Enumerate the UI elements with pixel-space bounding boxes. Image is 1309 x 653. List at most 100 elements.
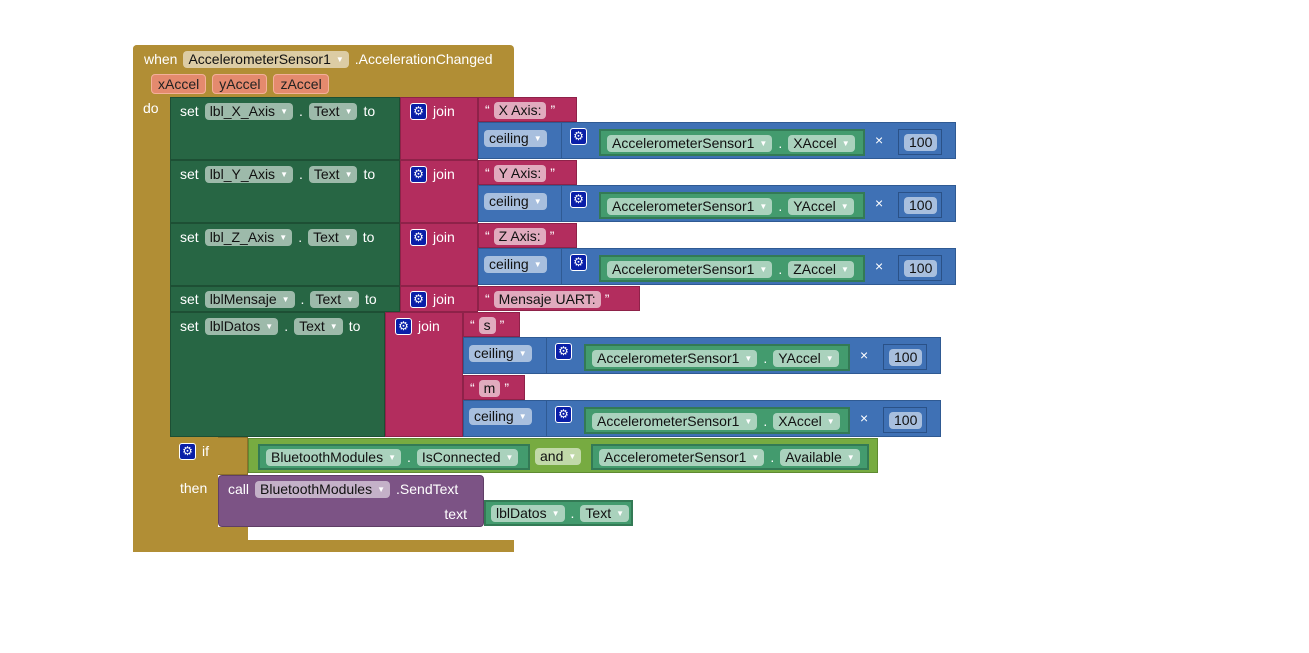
number-block[interactable]: 100 bbox=[898, 192, 942, 218]
gear-icon[interactable]: ⚙ bbox=[570, 253, 587, 271]
component-dropdown[interactable]: AccelerometerSensor1▼ bbox=[599, 448, 765, 466]
text-block[interactable]: “Mensaje UART:” bbox=[478, 286, 640, 311]
and-block[interactable]: BluetoothModules▼.IsConnected▼ and▼ Acce… bbox=[248, 438, 878, 473]
gear-icon[interactable]: ⚙ bbox=[395, 317, 412, 335]
gear-icon[interactable]: ⚙ bbox=[570, 190, 587, 208]
property-dropdown[interactable]: Text▼ bbox=[308, 165, 358, 183]
text-block[interactable]: “Z Axis:” bbox=[478, 223, 577, 248]
number-block[interactable]: 100 bbox=[898, 255, 942, 281]
number-value[interactable]: 100 bbox=[904, 133, 938, 151]
component-dropdown[interactable]: lbl_Z_Axis▼ bbox=[204, 228, 293, 246]
property-dropdown[interactable]: YAccel▼ bbox=[788, 197, 854, 215]
gear-icon[interactable]: ⚙ bbox=[555, 405, 572, 423]
component-dropdown[interactable]: AccelerometerSensor1▼ bbox=[607, 134, 773, 152]
sensor-axis-getter[interactable]: AccelerometerSensor1▼.YAccel▼ bbox=[584, 344, 850, 371]
ceiling-dropdown[interactable]: ceiling▼ bbox=[484, 255, 547, 273]
property-dropdown[interactable]: Text▼ bbox=[310, 290, 360, 308]
ceiling-dropdown[interactable]: ceiling▼ bbox=[484, 192, 547, 210]
ceiling-dropdown[interactable]: ceiling▼ bbox=[469, 407, 532, 425]
number-block[interactable]: 100 bbox=[883, 407, 927, 433]
property-dropdown[interactable]: Text▼ bbox=[294, 317, 343, 335]
number-value[interactable]: 100 bbox=[889, 348, 923, 366]
param-zaccel[interactable]: zAccel bbox=[273, 74, 329, 94]
join-block[interactable]: ⚙join bbox=[400, 97, 478, 160]
multiply-block[interactable]: ⚙AccelerometerSensor1▼.YAccel▼×100 bbox=[561, 185, 956, 222]
bluetooth-isconnected-getter[interactable]: BluetoothModules▼.IsConnected▼ bbox=[258, 444, 530, 470]
multiply-block[interactable]: ⚙AccelerometerSensor1▼.XAccel▼×100 bbox=[546, 400, 941, 437]
text-value[interactable]: X Axis: bbox=[493, 101, 547, 119]
join-block[interactable]: ⚙join bbox=[385, 312, 463, 437]
component-dropdown[interactable]: lblDatos▼ bbox=[491, 504, 565, 522]
gear-icon[interactable]: ⚙ bbox=[570, 127, 587, 145]
component-dropdown[interactable]: AccelerometerSensor1▼ bbox=[592, 412, 758, 430]
join-block[interactable]: ⚙join bbox=[400, 223, 478, 286]
number-block[interactable]: 100 bbox=[883, 344, 927, 370]
text-value[interactable]: Z Axis: bbox=[493, 227, 546, 245]
component-dropdown[interactable]: lbl_Y_Axis▼ bbox=[204, 165, 293, 183]
ceiling-dropdown[interactable]: ceiling▼ bbox=[469, 344, 532, 362]
property-dropdown[interactable]: ZAccel▼ bbox=[788, 260, 854, 278]
component-dropdown[interactable]: AccelerometerSensor1▼ bbox=[607, 197, 773, 215]
number-value[interactable]: 100 bbox=[904, 259, 938, 277]
component-dropdown[interactable]: lblMensaje▼ bbox=[204, 290, 295, 308]
and-operator-dropdown[interactable]: and▼ bbox=[535, 447, 582, 465]
param-yaccel[interactable]: yAccel bbox=[212, 74, 268, 94]
property-dropdown[interactable]: Available▼ bbox=[780, 448, 860, 466]
multiply-block[interactable]: ⚙AccelerometerSensor1▼.XAccel▼×100 bbox=[561, 122, 956, 159]
property-dropdown[interactable]: YAccel▼ bbox=[773, 349, 839, 367]
multiply-block[interactable]: ⚙AccelerometerSensor1▼.ZAccel▼×100 bbox=[561, 248, 956, 285]
component-dropdown[interactable]: BluetoothModules▼ bbox=[266, 448, 401, 466]
property-dropdown[interactable]: IsConnected▼ bbox=[416, 448, 519, 466]
ceiling-block[interactable]: ceiling▼⚙AccelerometerSensor1▼.XAccel▼×1… bbox=[478, 122, 956, 159]
number-block[interactable]: 100 bbox=[898, 129, 942, 155]
text-value[interactable]: Mensaje UART: bbox=[493, 290, 601, 308]
ceiling-block[interactable]: ceiling▼⚙AccelerometerSensor1▼.XAccel▼×1… bbox=[463, 400, 941, 437]
property-dropdown[interactable]: XAccel▼ bbox=[788, 134, 855, 152]
text-block-s[interactable]: “s” bbox=[463, 312, 520, 337]
event-component-dropdown[interactable]: AccelerometerSensor1▼ bbox=[183, 50, 349, 68]
text-value[interactable]: m bbox=[478, 379, 501, 397]
gear-icon[interactable]: ⚙ bbox=[555, 342, 572, 360]
join-block[interactable]: ⚙join bbox=[400, 160, 478, 223]
ceiling-block[interactable]: ceiling▼⚙AccelerometerSensor1▼.YAccel▼×1… bbox=[463, 337, 941, 374]
sensor-axis-getter[interactable]: AccelerometerSensor1▼.YAccel▼ bbox=[599, 192, 865, 219]
text-block[interactable]: “X Axis:” bbox=[478, 97, 577, 122]
gear-icon[interactable]: ⚙ bbox=[410, 228, 427, 246]
ceiling-block[interactable]: ceiling▼⚙AccelerometerSensor1▼.ZAccel▼×1… bbox=[478, 248, 956, 285]
component-dropdown[interactable]: lblDatos▼ bbox=[204, 317, 279, 335]
gear-icon[interactable]: ⚙ bbox=[179, 442, 196, 460]
sensor-available-getter[interactable]: AccelerometerSensor1▼.Available▼ bbox=[591, 444, 869, 470]
component-dropdown[interactable]: BluetoothModules▼ bbox=[255, 480, 391, 498]
text-value[interactable]: s bbox=[478, 316, 496, 334]
property-dropdown[interactable]: Text▼ bbox=[308, 228, 357, 246]
sensor-axis-getter[interactable]: AccelerometerSensor1▼.XAccel▼ bbox=[584, 407, 850, 434]
component-dropdown[interactable]: lbl_X_Axis▼ bbox=[204, 102, 293, 120]
text-block-m[interactable]: “m” bbox=[463, 375, 525, 400]
gear-icon[interactable]: ⚙ bbox=[410, 102, 427, 120]
lbldatos-text-getter[interactable]: lblDatos▼.Text▼ bbox=[484, 500, 633, 526]
param-xaccel[interactable]: xAccel bbox=[151, 74, 207, 94]
sensor-axis-getter[interactable]: AccelerometerSensor1▼.ZAccel▼ bbox=[599, 255, 865, 282]
multiply-block[interactable]: ⚙AccelerometerSensor1▼.YAccel▼×100 bbox=[546, 337, 941, 374]
join-block[interactable]: ⚙join bbox=[400, 286, 478, 312]
number-value[interactable]: 100 bbox=[904, 196, 938, 214]
component-dropdown[interactable]: AccelerometerSensor1▼ bbox=[607, 260, 773, 278]
gear-icon[interactable]: ⚙ bbox=[410, 290, 427, 308]
ceiling-dropdown[interactable]: ceiling▼ bbox=[484, 129, 547, 147]
text-value[interactable]: Y Axis: bbox=[493, 164, 547, 182]
gear-icon[interactable]: ⚙ bbox=[410, 165, 427, 183]
property-dropdown[interactable]: Text▼ bbox=[308, 102, 358, 120]
sensor-axis-getter[interactable]: AccelerometerSensor1▼.XAccel▼ bbox=[599, 129, 865, 156]
property-dropdown[interactable]: Text▼ bbox=[580, 504, 630, 522]
text-block[interactable]: “Y Axis:” bbox=[478, 160, 577, 185]
number-value[interactable]: 100 bbox=[889, 411, 923, 429]
ceiling-block[interactable]: ceiling▼⚙AccelerometerSensor1▼.YAccel▼×1… bbox=[478, 185, 956, 222]
component-dropdown[interactable]: AccelerometerSensor1▼ bbox=[592, 349, 758, 367]
property-dropdown[interactable]: XAccel▼ bbox=[773, 412, 840, 430]
